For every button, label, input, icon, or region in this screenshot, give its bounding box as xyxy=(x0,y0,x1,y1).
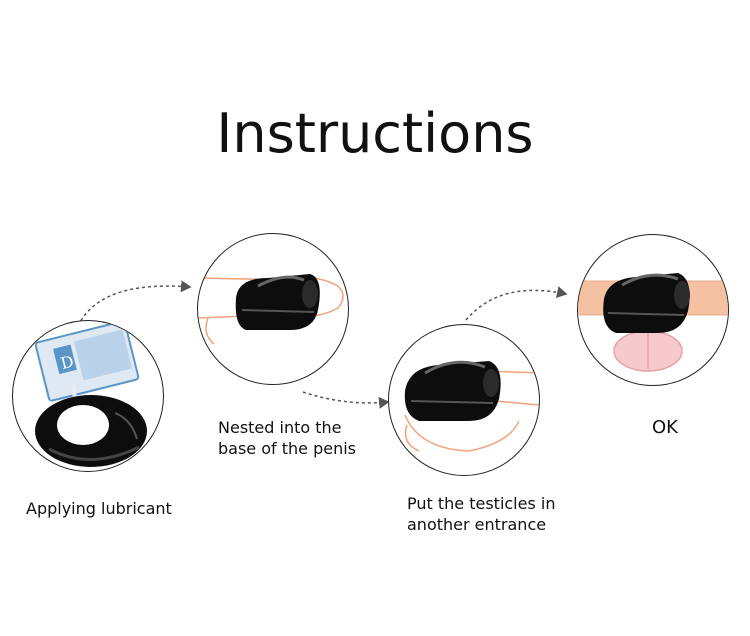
step3-caption-line2: another entrance xyxy=(407,515,547,534)
svg-text:D: D xyxy=(59,352,76,374)
arrow-step2-to-step3 xyxy=(302,391,390,409)
step4-caption-line1: OK xyxy=(652,417,678,438)
step4-illustration xyxy=(577,234,729,386)
ring-device-icon xyxy=(235,274,320,330)
step2-illustration xyxy=(197,233,349,385)
step2-caption-line1: Nested into the xyxy=(218,418,342,437)
ring-device-icon xyxy=(35,395,147,467)
ring-device-icon xyxy=(603,273,690,333)
step3-caption-line1: Put the testicles in xyxy=(407,494,556,513)
step3-illustration xyxy=(388,324,540,476)
ring-device-icon xyxy=(404,360,501,421)
step1-illustration: D xyxy=(12,320,164,472)
arrow-step3-to-step4 xyxy=(465,286,568,321)
step2-caption: Nested into the base of the penis xyxy=(218,417,356,459)
step4-caption: OK xyxy=(652,417,678,438)
step1-caption: Applying lubricant xyxy=(26,498,172,519)
step1-caption-line1: Applying lubricant xyxy=(26,499,172,518)
page-title: Instructions xyxy=(216,102,534,165)
step2-caption-line2: base of the penis xyxy=(218,439,356,458)
step3-caption: Put the testicles in another entrance xyxy=(407,493,555,535)
